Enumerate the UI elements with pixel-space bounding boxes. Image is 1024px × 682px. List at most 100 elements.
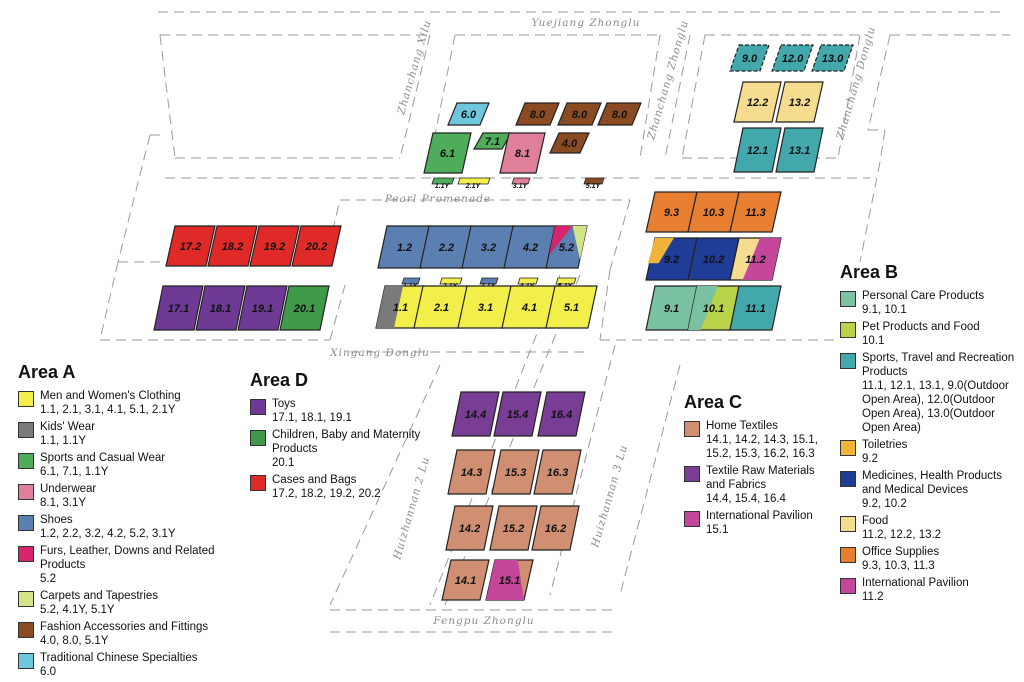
strip-3.1Y[interactable]: 3.1Y (511, 177, 531, 190)
hall-shape (597, 102, 642, 126)
hall-19.1[interactable]: 19.1 (237, 285, 288, 331)
strip-2.1Y[interactable]: 2.1Y (457, 177, 491, 190)
legend-item-name: Men and Women's Clothing (40, 390, 181, 402)
hall-15.3[interactable]: 15.3 (491, 449, 540, 495)
hall-shape (729, 44, 770, 72)
hall-15.4[interactable]: 15.4 (493, 391, 542, 437)
hall-16.3[interactable]: 16.3 (533, 449, 582, 495)
hall-label: 1.2 (397, 242, 412, 254)
hall-label: 18.1 (210, 303, 231, 315)
hall-label: 5.2 (559, 242, 574, 254)
legend-item-name: Sports and Casual Wear (40, 452, 166, 464)
legend-swatch (684, 466, 700, 482)
strip-label: 3.1Y (513, 183, 529, 190)
legend-item-name: Kids' Wear (40, 421, 96, 433)
hall-split-carpets (572, 226, 587, 260)
hall-6.0[interactable]: 6.0 (447, 102, 490, 126)
hall-20.2[interactable]: 20.2 (291, 225, 342, 267)
hall-15.1[interactable]: 15.1 (485, 559, 534, 601)
hall-label: 20.1 (293, 303, 315, 315)
hall-17.1[interactable]: 17.1 (153, 285, 204, 331)
legend-item-codes: 6.1, 7.1, 1.1Y (40, 466, 109, 478)
hall-shape (207, 225, 258, 267)
hall-9.0[interactable]: 9.0 (729, 44, 770, 72)
hall-shape (237, 285, 288, 331)
hall-8.0[interactable]: 8.0 (597, 102, 642, 126)
legend-item-name: Furs, Leather, Downs and Related Product… (40, 545, 215, 571)
hall-19.2[interactable]: 19.2 (249, 225, 300, 267)
hall-11.3[interactable]: 11.3 (729, 191, 782, 233)
street-huizhannan-3: Huizhannan 3 Lu (589, 443, 630, 550)
legend-item-name: Food (862, 515, 889, 527)
hall-20.1[interactable]: 20.1 (279, 285, 330, 331)
hall-16.4[interactable]: 16.4 (537, 391, 586, 437)
hall-8.1[interactable]: 8.1 (499, 132, 546, 174)
hall-17.2[interactable]: 17.2 (165, 225, 216, 267)
hall-6.1[interactable]: 6.1 (423, 132, 472, 174)
hall-14.2[interactable]: 14.2 (445, 505, 494, 551)
legend-item-codes: 9.2 (862, 453, 878, 465)
hall-shape (733, 81, 782, 123)
hall-8.0[interactable]: 8.0 (515, 102, 560, 126)
hall-10.2[interactable]: 10.2 (687, 237, 740, 281)
hall-14.1[interactable]: 14.1 (441, 559, 490, 601)
hall-16.2[interactable]: 16.2 (531, 505, 580, 551)
hall-1.1[interactable]: 1.1 (375, 285, 426, 329)
hall-9.2[interactable]: 9.2 (645, 237, 698, 281)
hall-2.2[interactable]: 2.2 (419, 225, 474, 269)
strip-5.1Y[interactable]: 5.1Y (583, 177, 605, 190)
hall-18.1[interactable]: 18.1 (195, 285, 246, 331)
hall-11.2[interactable]: 11.2 (729, 237, 782, 281)
hall-4.0[interactable]: 4.0 (549, 132, 590, 154)
hall-shape (447, 449, 496, 495)
hall-7.1[interactable]: 7.1 (472, 132, 513, 150)
hall-9.3[interactable]: 9.3 (645, 191, 698, 233)
legend-item-codes: 15.1 (706, 524, 729, 536)
legend-item-codes: 11.1, 12.1, 13.1, 9.0(Outdoor Open Area)… (862, 380, 1009, 434)
hall-5.1[interactable]: 5.1 (545, 285, 598, 329)
hall-14.3[interactable]: 14.3 (447, 449, 496, 495)
hall-12.0[interactable]: 12.0 (771, 44, 814, 72)
hall-split-toiletries (648, 238, 674, 264)
legend-swatch (840, 440, 856, 456)
hall-shape (451, 391, 500, 437)
hall-15.2[interactable]: 15.2 (489, 505, 538, 551)
hall-12.2[interactable]: 12.2 (733, 81, 782, 123)
legend-item-name: Underwear (40, 483, 97, 495)
strip-shape (431, 177, 455, 185)
hall-12.1[interactable]: 12.1 (733, 127, 782, 173)
hall-5.2[interactable]: 5.2 (545, 225, 588, 269)
hall-13.0[interactable]: 13.0 (811, 44, 854, 72)
hall-13.1[interactable]: 13.1 (775, 127, 824, 173)
hall-shape (549, 132, 590, 154)
street-zhanchang-donglu: Zhanchang Donglu (834, 25, 878, 142)
hall-8.0[interactable]: 8.0 (557, 102, 602, 126)
hall-label: 10.2 (703, 254, 724, 266)
hall-14.4[interactable]: 14.4 (451, 391, 500, 437)
strip-shape (555, 277, 577, 285)
hall-shape (811, 44, 854, 72)
hall-18.2[interactable]: 18.2 (207, 225, 258, 267)
hall-10.1[interactable]: 10.1 (687, 285, 740, 331)
strip-1.1Y[interactable]: 1.1Y (431, 177, 455, 190)
hall-2.1[interactable]: 2.1 (413, 285, 470, 329)
legend-item-codes: 11.2, 12.2, 13.2 (862, 529, 942, 541)
legend-item-codes: 11.2 (862, 591, 884, 603)
hall-13.2[interactable]: 13.2 (775, 81, 824, 123)
hall-11.1[interactable]: 11.1 (729, 285, 782, 331)
legend-item-name: Toiletries (862, 439, 908, 451)
legend-title: Area A (18, 362, 76, 382)
hall-shape (493, 391, 542, 437)
